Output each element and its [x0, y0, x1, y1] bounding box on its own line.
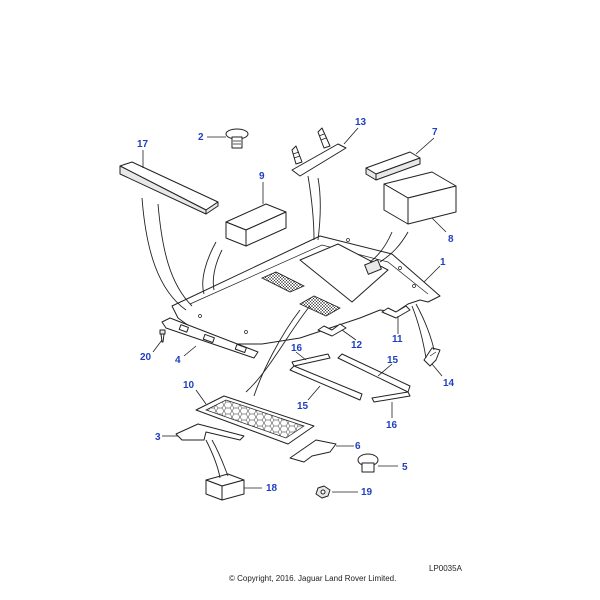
- callout-labels: 17 2 13 7 9 8 1 20 4 12 11 14 16 15 15 1…: [137, 117, 455, 498]
- headlining-panel: [171, 235, 441, 345]
- callout-1: 1: [440, 257, 446, 268]
- clip-fastener: [225, 128, 249, 149]
- retainer-clip-11: [381, 305, 411, 319]
- callout-12: 12: [351, 340, 363, 351]
- callout-16a: 16: [291, 343, 303, 354]
- callout-2: 2: [198, 132, 204, 143]
- seal-strip-16b: [371, 391, 411, 403]
- mesh-panel: [195, 395, 315, 445]
- callout-11: 11: [392, 334, 403, 345]
- seal-strip-15a: [289, 365, 363, 401]
- callout-7: 7: [432, 127, 438, 138]
- diagram-reference-code: LP0035A: [429, 564, 462, 573]
- callout-18: 18: [266, 483, 278, 494]
- callout-6: 6: [355, 441, 361, 452]
- trim-strip: [119, 161, 219, 215]
- callout-15a: 15: [387, 355, 399, 366]
- callout-17: 17: [137, 139, 149, 150]
- callout-19: 19: [361, 487, 373, 498]
- coat-hook: [423, 347, 441, 367]
- assembly-lines: [141, 175, 435, 479]
- support-bracket: [175, 423, 245, 441]
- callout-10: 10: [183, 380, 195, 391]
- mounting-rail: [161, 317, 259, 359]
- callout-14: 14: [443, 378, 455, 389]
- seal-strip-16a: [291, 353, 331, 367]
- push-clip: [357, 453, 379, 473]
- nut: [315, 485, 331, 499]
- mounting-bracket: [289, 439, 337, 463]
- screw: [159, 329, 166, 343]
- callout-16b: 16: [386, 420, 398, 431]
- callout-13: 13: [355, 117, 367, 128]
- grab-handle: [291, 127, 347, 177]
- seal-strip-15b: [337, 353, 411, 393]
- foam-block-large: [383, 171, 457, 225]
- callout-4: 4: [175, 355, 181, 366]
- foam-pad: [205, 473, 245, 501]
- callout-9: 9: [259, 171, 265, 182]
- callout-5: 5: [402, 462, 408, 473]
- callout-3: 3: [155, 432, 161, 443]
- callout-15b: 15: [297, 401, 309, 412]
- leader-lines: [142, 127, 447, 493]
- callout-8: 8: [448, 234, 454, 245]
- retainer-clip-12: [317, 323, 347, 337]
- foam-block: [225, 203, 287, 247]
- callout-20: 20: [140, 352, 152, 363]
- foam-block-small: [365, 151, 421, 181]
- copyright-notice: © Copyright, 2016. Jaguar Land Rover Lim…: [229, 574, 397, 583]
